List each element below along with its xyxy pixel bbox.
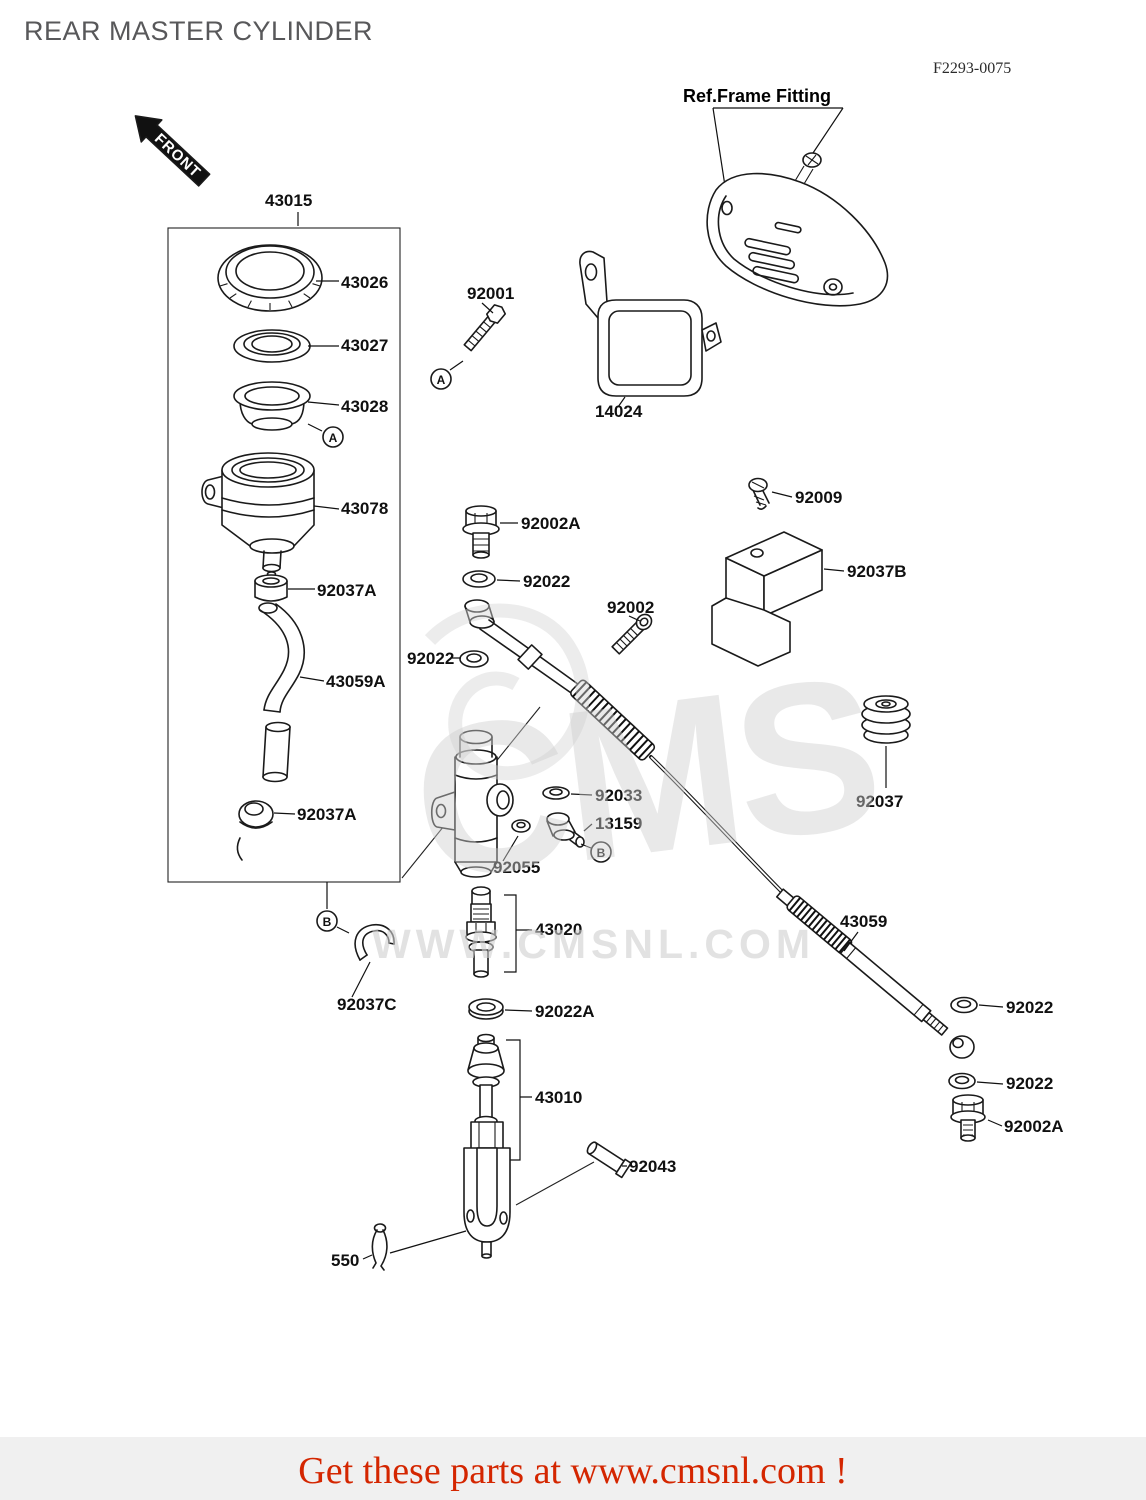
part-label-92022-cable-lower: 92022 (1006, 1074, 1053, 1093)
cap-plate-drawing (233, 329, 311, 363)
part-label-43020: 43020 (535, 920, 582, 939)
leader-lines (273, 212, 1004, 1260)
oring-92055-drawing (511, 819, 531, 833)
part-label-92022a: 92022A (535, 1002, 595, 1021)
washer-92022a-drawing (468, 998, 504, 1020)
bolt-92002a-top-drawing (462, 505, 500, 559)
circled-letter-b-clamp: B (316, 910, 338, 932)
clamp-92037c-drawing (354, 923, 395, 961)
ref-frame-fitting-label: Ref.Frame Fitting (683, 86, 831, 106)
part-label-92022-mid: 92022 (407, 649, 454, 668)
part-label-92002: 92002 (607, 598, 654, 617)
part-label-92022-top: 92022 (523, 572, 570, 591)
watermark-swirl (424, 603, 590, 781)
rod-43010-drawing (467, 1033, 521, 1161)
circled-b-label: B (597, 846, 606, 860)
watermark-url: WWW.CMSNL.COM (372, 921, 815, 967)
cotter-pin-550-drawing (371, 1223, 388, 1271)
watermark: CMS WWW.CMSNL.COM (372, 603, 887, 967)
diaphragm-drawing (233, 381, 311, 431)
washer-92022-cable-upper-drawing (950, 996, 978, 1014)
part-label-92037c: 92037C (337, 995, 397, 1014)
circled-letter-b-fitting: B (590, 841, 612, 863)
part-label-43015: 43015 (265, 191, 312, 210)
master-cylinder-drawing (430, 729, 514, 878)
frame-fitting-drawing (706, 172, 889, 307)
part-label-92037: 92037 (856, 792, 903, 811)
part-label-43078: 43078 (341, 499, 388, 518)
part-labels: 43015 43026 43027 43028 43078 92037A 430… (265, 191, 1064, 1270)
screw-92009-drawing (748, 477, 770, 510)
circled-a-label: A (437, 373, 446, 387)
part-label-43059a: 43059A (326, 672, 386, 691)
washer-92022-mid-drawing (459, 650, 489, 668)
grommet-upper-drawing (254, 574, 288, 602)
part-label-92022-cable-upper: 92022 (1006, 998, 1053, 1017)
reservoir-group-box (167, 227, 401, 883)
bracket-14024-drawing (579, 250, 722, 397)
part-label-92002a-bottom: 92002A (1004, 1117, 1064, 1136)
washer-92022-cable-lower-drawing (948, 1072, 976, 1090)
clevis-drawing (463, 1147, 511, 1259)
part-label-92001: 92001 (467, 284, 514, 303)
part-label-43026: 43026 (341, 273, 388, 292)
circled-letter-a-diaphragm: A (322, 426, 344, 448)
washer-92022-top-drawing (462, 570, 496, 588)
circled-a-label: A (329, 431, 338, 445)
part-label-92002a-top: 92002A (521, 514, 581, 533)
part-label-92037a-lower: 92037A (297, 805, 357, 824)
frame-fitting-screw (794, 152, 822, 185)
front-arrow-label: FRONT (151, 130, 204, 181)
ref-frame-fitting-bracket-lines (712, 107, 844, 187)
pin-to-clevis-line (515, 1161, 595, 1206)
part-label-92033: 92033 (595, 786, 642, 805)
watermark-logo: CMS (401, 630, 887, 925)
washer-92033-drawing (542, 786, 570, 800)
circled-letter-a-bolt: A (430, 368, 452, 390)
footer-background (0, 1437, 1146, 1500)
part-label-92009: 92009 (795, 488, 842, 507)
part-label-43027: 43027 (341, 336, 388, 355)
part-label-43010: 43010 (535, 1088, 582, 1107)
circled-b-label: B (323, 915, 332, 929)
cable-43059-drawing (649, 755, 975, 1059)
rod-adjust-nut-drawing (517, 644, 543, 670)
part-label-43059: 43059 (840, 912, 887, 931)
bracket-92037b-drawing (711, 531, 823, 667)
bolt-92002a-bottom-drawing (950, 1094, 986, 1142)
rod-joint-drawing (464, 599, 495, 629)
fiche-code: F2293-0075 (933, 60, 1011, 77)
page-title: REAR MASTER CYLINDER (24, 16, 373, 46)
part-label-92037b: 92037B (847, 562, 907, 581)
bolt-92001-drawing (463, 304, 507, 352)
fitting-13159-drawing (546, 812, 585, 848)
part-label-43028: 43028 (341, 397, 388, 416)
front-direction-arrow: FRONT (134, 115, 211, 187)
part-label-92037a-upper: 92037A (317, 581, 377, 600)
pin-92043-drawing (586, 1141, 632, 1179)
part-label-550: 550 (331, 1251, 359, 1270)
grommet-lower-drawing (236, 800, 274, 861)
part-label-13159: 13159 (595, 814, 642, 833)
footer-banner: Get these parts at www.cmsnl.com ! (0, 1437, 1146, 1500)
pushrod-43020-drawing (465, 886, 517, 978)
reservoir-cap-drawing (217, 244, 323, 312)
part-label-14024: 14024 (595, 402, 643, 421)
reservoir-body-drawing (201, 452, 315, 577)
footer-text: Get these parts at www.cmsnl.com ! (298, 1450, 847, 1492)
ref-frame-fitting-group: Ref.Frame Fitting (683, 86, 889, 307)
rod-spring-drawing (570, 679, 656, 761)
grommet-92037-drawing (861, 695, 911, 744)
part-label-92043: 92043 (629, 1157, 676, 1176)
bolt-92002-drawing (611, 613, 653, 655)
hose-drawing (258, 602, 305, 783)
part-label-92055: 92055 (493, 858, 540, 877)
